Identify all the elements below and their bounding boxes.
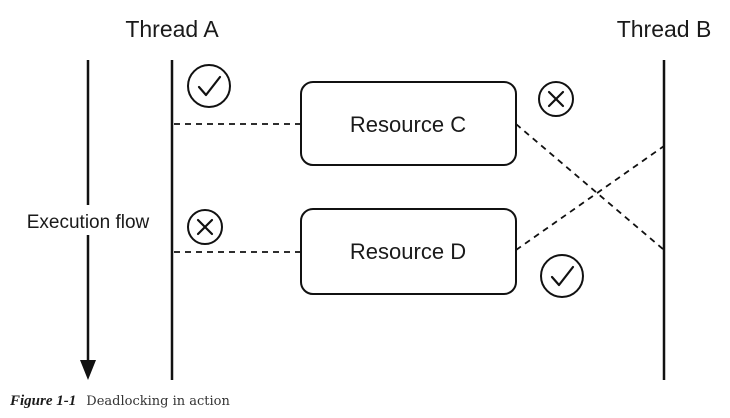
resource-c-to-thread-b-link (515, 123, 665, 251)
check-icon (540, 254, 584, 298)
execution-flow-arrowhead (80, 360, 96, 380)
thread-a-label: Thread A (125, 16, 219, 42)
figure-caption: Figure 1-1 Deadlocking in action (10, 393, 230, 410)
figure-number: Figure 1-1 (10, 393, 77, 409)
figure-caption-text: Deadlocking in action (86, 394, 230, 409)
cross-icon (538, 81, 574, 117)
deadlock-diagram: Thread A Thread B Execution flow Resourc… (12, 16, 712, 380)
resource-d-to-thread-b-link (515, 145, 665, 251)
resource-d-label: Resource D (350, 239, 466, 264)
execution-flow-label: Execution flow (27, 212, 150, 233)
check-icon (187, 64, 231, 108)
resource-c-box: Resource C (300, 81, 517, 166)
thread-b-label: Thread B (617, 16, 712, 42)
resource-c-label: Resource C (350, 112, 466, 137)
resource-d-box: Resource D (300, 208, 517, 295)
execution-flow-label-backdrop (12, 205, 166, 235)
cross-icon (187, 209, 223, 245)
